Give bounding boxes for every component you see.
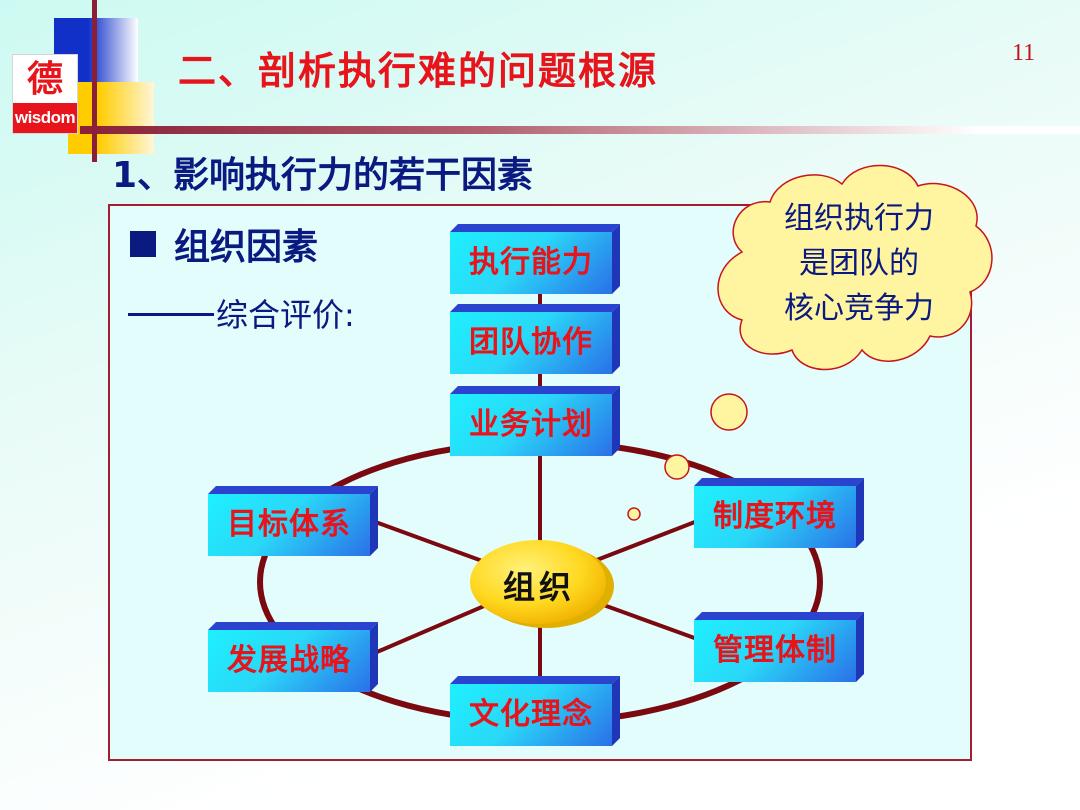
node-label: 管理体制	[694, 620, 856, 682]
callout-dot-large	[710, 393, 748, 431]
square-bullet-icon	[130, 231, 156, 257]
callout-line-1: 组织执行力	[784, 201, 934, 236]
node-label: 执行能力	[450, 232, 612, 294]
node-institutional-environment: 制度环境	[694, 478, 864, 548]
page-number: 11	[1012, 40, 1036, 66]
callout-cloud	[717, 164, 993, 371]
node-label: 目标体系	[208, 494, 370, 556]
callout-line-3: 核心竞争力	[784, 291, 934, 326]
node-management-system: 管理体制	[694, 612, 864, 682]
em-dash	[128, 313, 214, 316]
center-node-label: 组织	[502, 568, 575, 606]
node-label: 团队协作	[450, 312, 612, 374]
node-label: 发展战略	[208, 630, 370, 692]
node-label: 业务计划	[450, 394, 612, 456]
callout-dot-medium	[664, 454, 690, 480]
section-heading: 组织因素	[130, 218, 318, 270]
decor-vertical-line	[92, 0, 97, 162]
logo-character: 德	[26, 58, 63, 100]
node-development-strategy: 发展战略	[208, 622, 378, 692]
node-team-collaboration: 团队协作	[450, 304, 620, 374]
slide-title: 二、剖析执行难的问题根源	[178, 49, 659, 93]
callout-text: 组织执行力 是团队的 核心竞争力	[744, 196, 974, 331]
node-goal-system: 目标体系	[208, 486, 378, 556]
node-cultural-philosophy: 文化理念	[450, 676, 620, 746]
section-heading-text: 组织因素	[174, 227, 319, 268]
logo-text: wisdom	[13, 103, 77, 133]
slide-subtitle: 1、影响执行力的若干因素	[112, 155, 534, 196]
center-node-ellipse	[470, 540, 606, 624]
node-label: 文化理念	[450, 684, 612, 746]
decor-yellow-block	[68, 82, 154, 154]
header-divider	[80, 126, 1080, 134]
callout-line-2: 是团队的	[799, 246, 919, 281]
node-execution-ability: 执行能力	[450, 224, 620, 294]
evaluation-label: 综合评价:	[128, 290, 355, 336]
callout-dot-small	[627, 507, 641, 521]
node-business-plan: 业务计划	[450, 386, 620, 456]
wisdom-logo: 德 wisdom	[12, 54, 78, 134]
evaluation-text: 综合评价:	[216, 296, 355, 334]
node-label: 制度环境	[694, 486, 856, 548]
